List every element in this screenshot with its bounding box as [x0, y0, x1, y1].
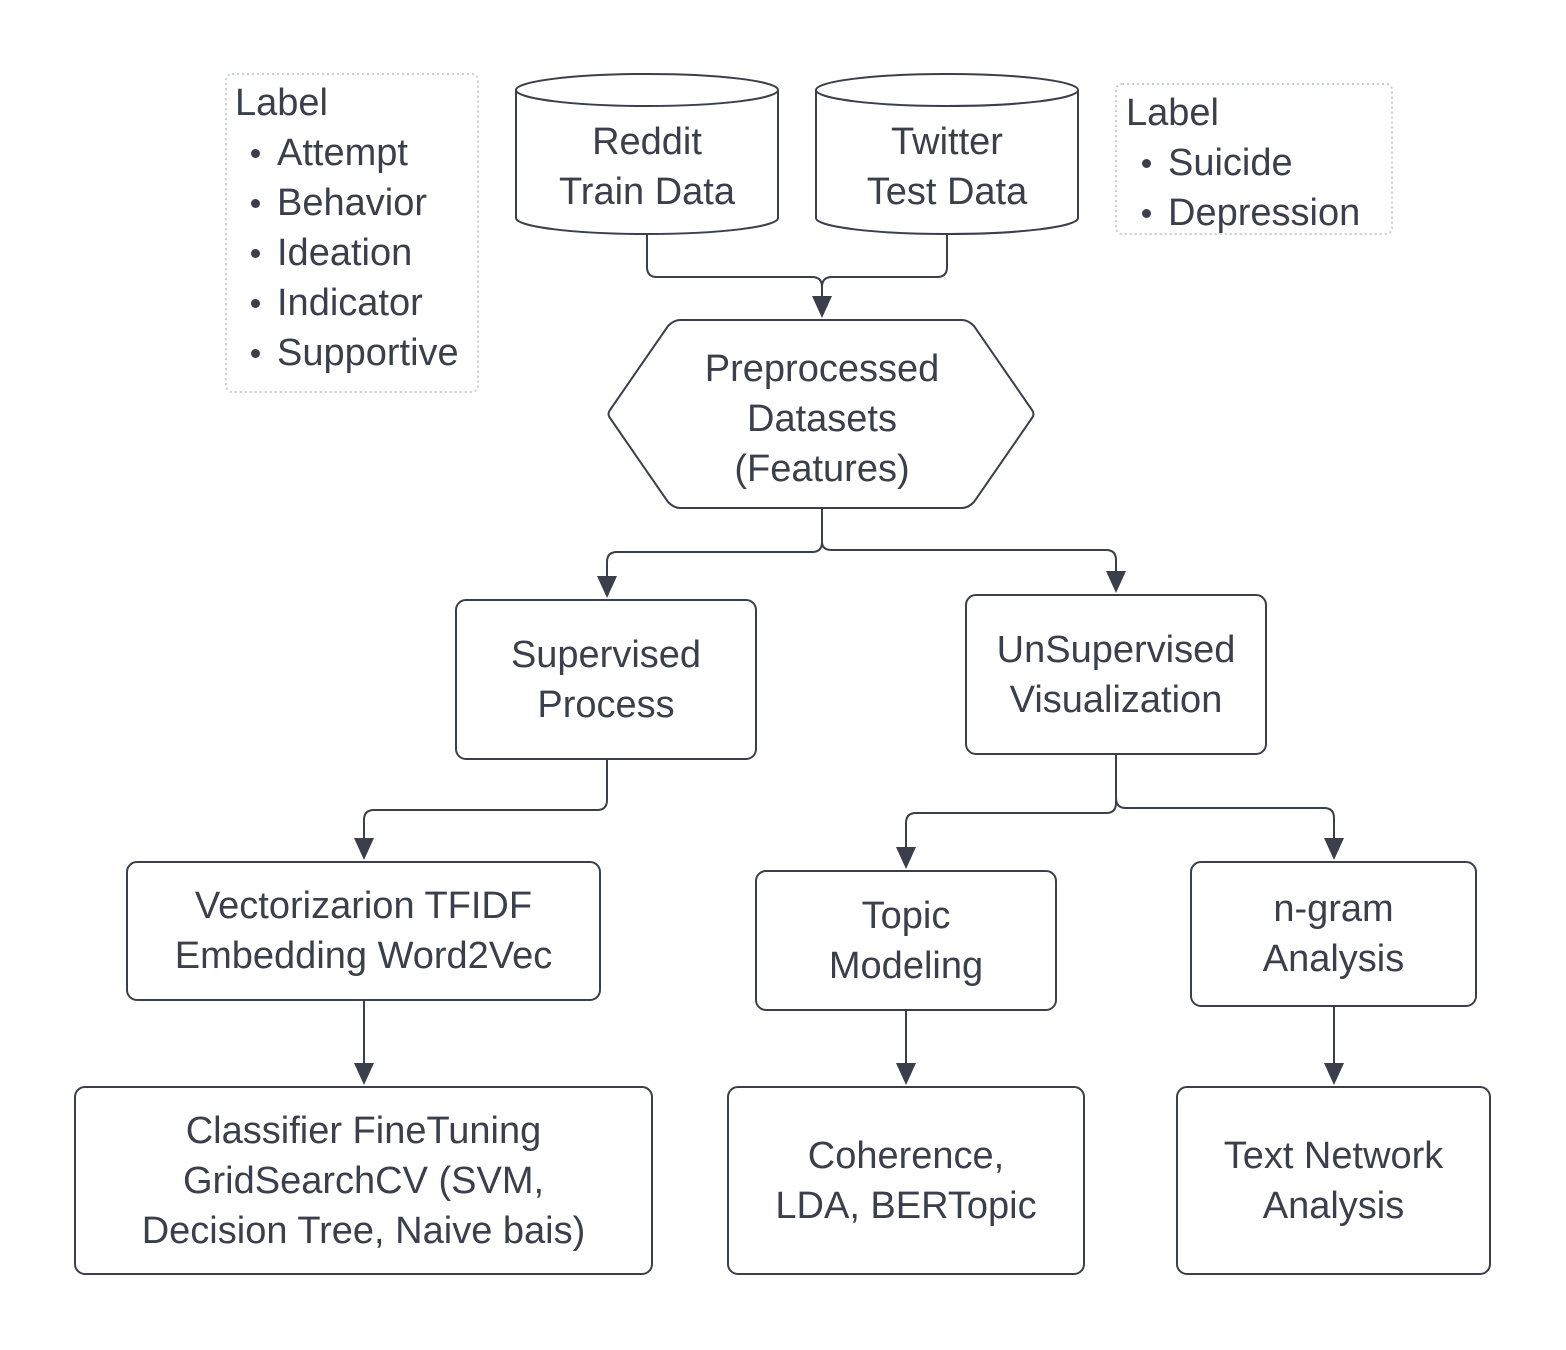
node-line: Embedding Word2Vec [174, 935, 553, 977]
label-item: Ideation [235, 228, 459, 278]
supervised-process-node: Supervised Process [456, 600, 756, 759]
node-line: LDA, BERTopic [775, 1184, 1037, 1227]
node-line: Analysis [1262, 938, 1405, 980]
node-line: UnSupervised [996, 628, 1236, 671]
node-line: Classifier FineTuning [185, 1109, 542, 1152]
preprocessed-hexagon-shape [607, 319, 1035, 509]
arrowhead-unsupervised [1106, 571, 1126, 593]
label-item: Indicator [235, 278, 459, 328]
topic-modeling-node: Topic Modeling [756, 871, 1056, 1010]
node-line: Coherence, [807, 1134, 1005, 1177]
vectorization-node: Vectorizarion TFIDF Embedding Word2Vec [127, 862, 600, 1000]
coherence-box [727, 1086, 1085, 1275]
connector-unsupervised-to-topic [905, 754, 1117, 849]
label-note-right: Label Suicide Depression [1126, 88, 1360, 238]
node-line: GridSearchCV (SVM, [182, 1159, 545, 1202]
connector-unsupervised-to-ngram [1115, 797, 1335, 840]
reddit-train-data-node: Reddit Train Data [516, 117, 778, 217]
classifier-finetuning-node: Classifier FineTuning GridSearchCV (SVM,… [75, 1087, 652, 1274]
node-line: (Features) [734, 448, 910, 490]
textnet-box [1176, 1086, 1491, 1275]
node-line: n-gram [1273, 888, 1394, 930]
label-item: Supportive [235, 328, 459, 378]
classifier-box [74, 1086, 653, 1275]
connector-preprocessed-to-unsupervised [821, 541, 1117, 573]
arrowhead-coherence [896, 1063, 916, 1085]
arrowhead-supervised [597, 576, 617, 598]
node-line: Analysis [1262, 1184, 1405, 1227]
arrowhead-classifier [354, 1063, 374, 1085]
label-note-right-title: Label [1126, 92, 1219, 134]
label-note-left-border [225, 73, 479, 393]
node-line: Modeling [828, 944, 984, 987]
node-line: Train Data [559, 171, 735, 213]
coherence-node: Coherence, LDA, BERTopic [728, 1087, 1084, 1274]
node-line: Text Network [1223, 1134, 1444, 1177]
node-line: Twitter [891, 121, 1003, 163]
label-item: Suicide [1126, 138, 1360, 188]
node-line: Datasets [747, 398, 897, 440]
node-line: Supervised [510, 633, 702, 676]
label-item: Behavior [235, 178, 459, 228]
label-list-left: Attempt Behavior Ideation Indicator Supp… [235, 128, 459, 378]
node-line: Topic [861, 894, 951, 937]
arrowhead-topic [896, 847, 916, 869]
connector-reddit-to-preprocessed [646, 234, 823, 298]
twitter-test-data-node: Twitter Test Data [816, 117, 1078, 217]
label-note-right-border [1115, 83, 1393, 235]
arrowhead-preprocessed [812, 296, 832, 318]
arrowhead-ngram [1324, 838, 1344, 860]
node-line: Reddit [592, 121, 702, 163]
node-line: Vectorizarion TFIDF [194, 885, 533, 927]
node-line: Test Data [866, 171, 1028, 213]
node-line: Visualization [1009, 678, 1223, 721]
preprocessed-datasets-node: Preprocessed Datasets (Features) [640, 344, 1004, 494]
arrowhead-textnet [1324, 1063, 1344, 1085]
node-line: Process [537, 683, 675, 726]
connector-twitter-to-preprocessed [821, 234, 948, 288]
node-line: Decision Tree, Naive bais) [141, 1209, 586, 1252]
arrowhead-vectorization [354, 838, 374, 860]
node-line: Preprocessed [704, 348, 940, 390]
label-item: Depression [1126, 188, 1360, 238]
connector-supervised-to-vectorization [363, 759, 608, 840]
label-list-right: Suicide Depression [1126, 138, 1360, 238]
label-item: Attempt [235, 128, 459, 178]
text-network-analysis-node: Text Network Analysis [1177, 1087, 1490, 1274]
unsupervised-visualization-node: UnSupervised Visualization [966, 595, 1266, 754]
label-note-left-title: Label [235, 82, 328, 124]
ngram-analysis-node: n-gram Analysis [1191, 862, 1476, 1006]
connector-preprocessed-to-supervised [606, 508, 823, 578]
label-note-left: Label Attempt Behavior Ideation Indicato… [235, 78, 459, 378]
